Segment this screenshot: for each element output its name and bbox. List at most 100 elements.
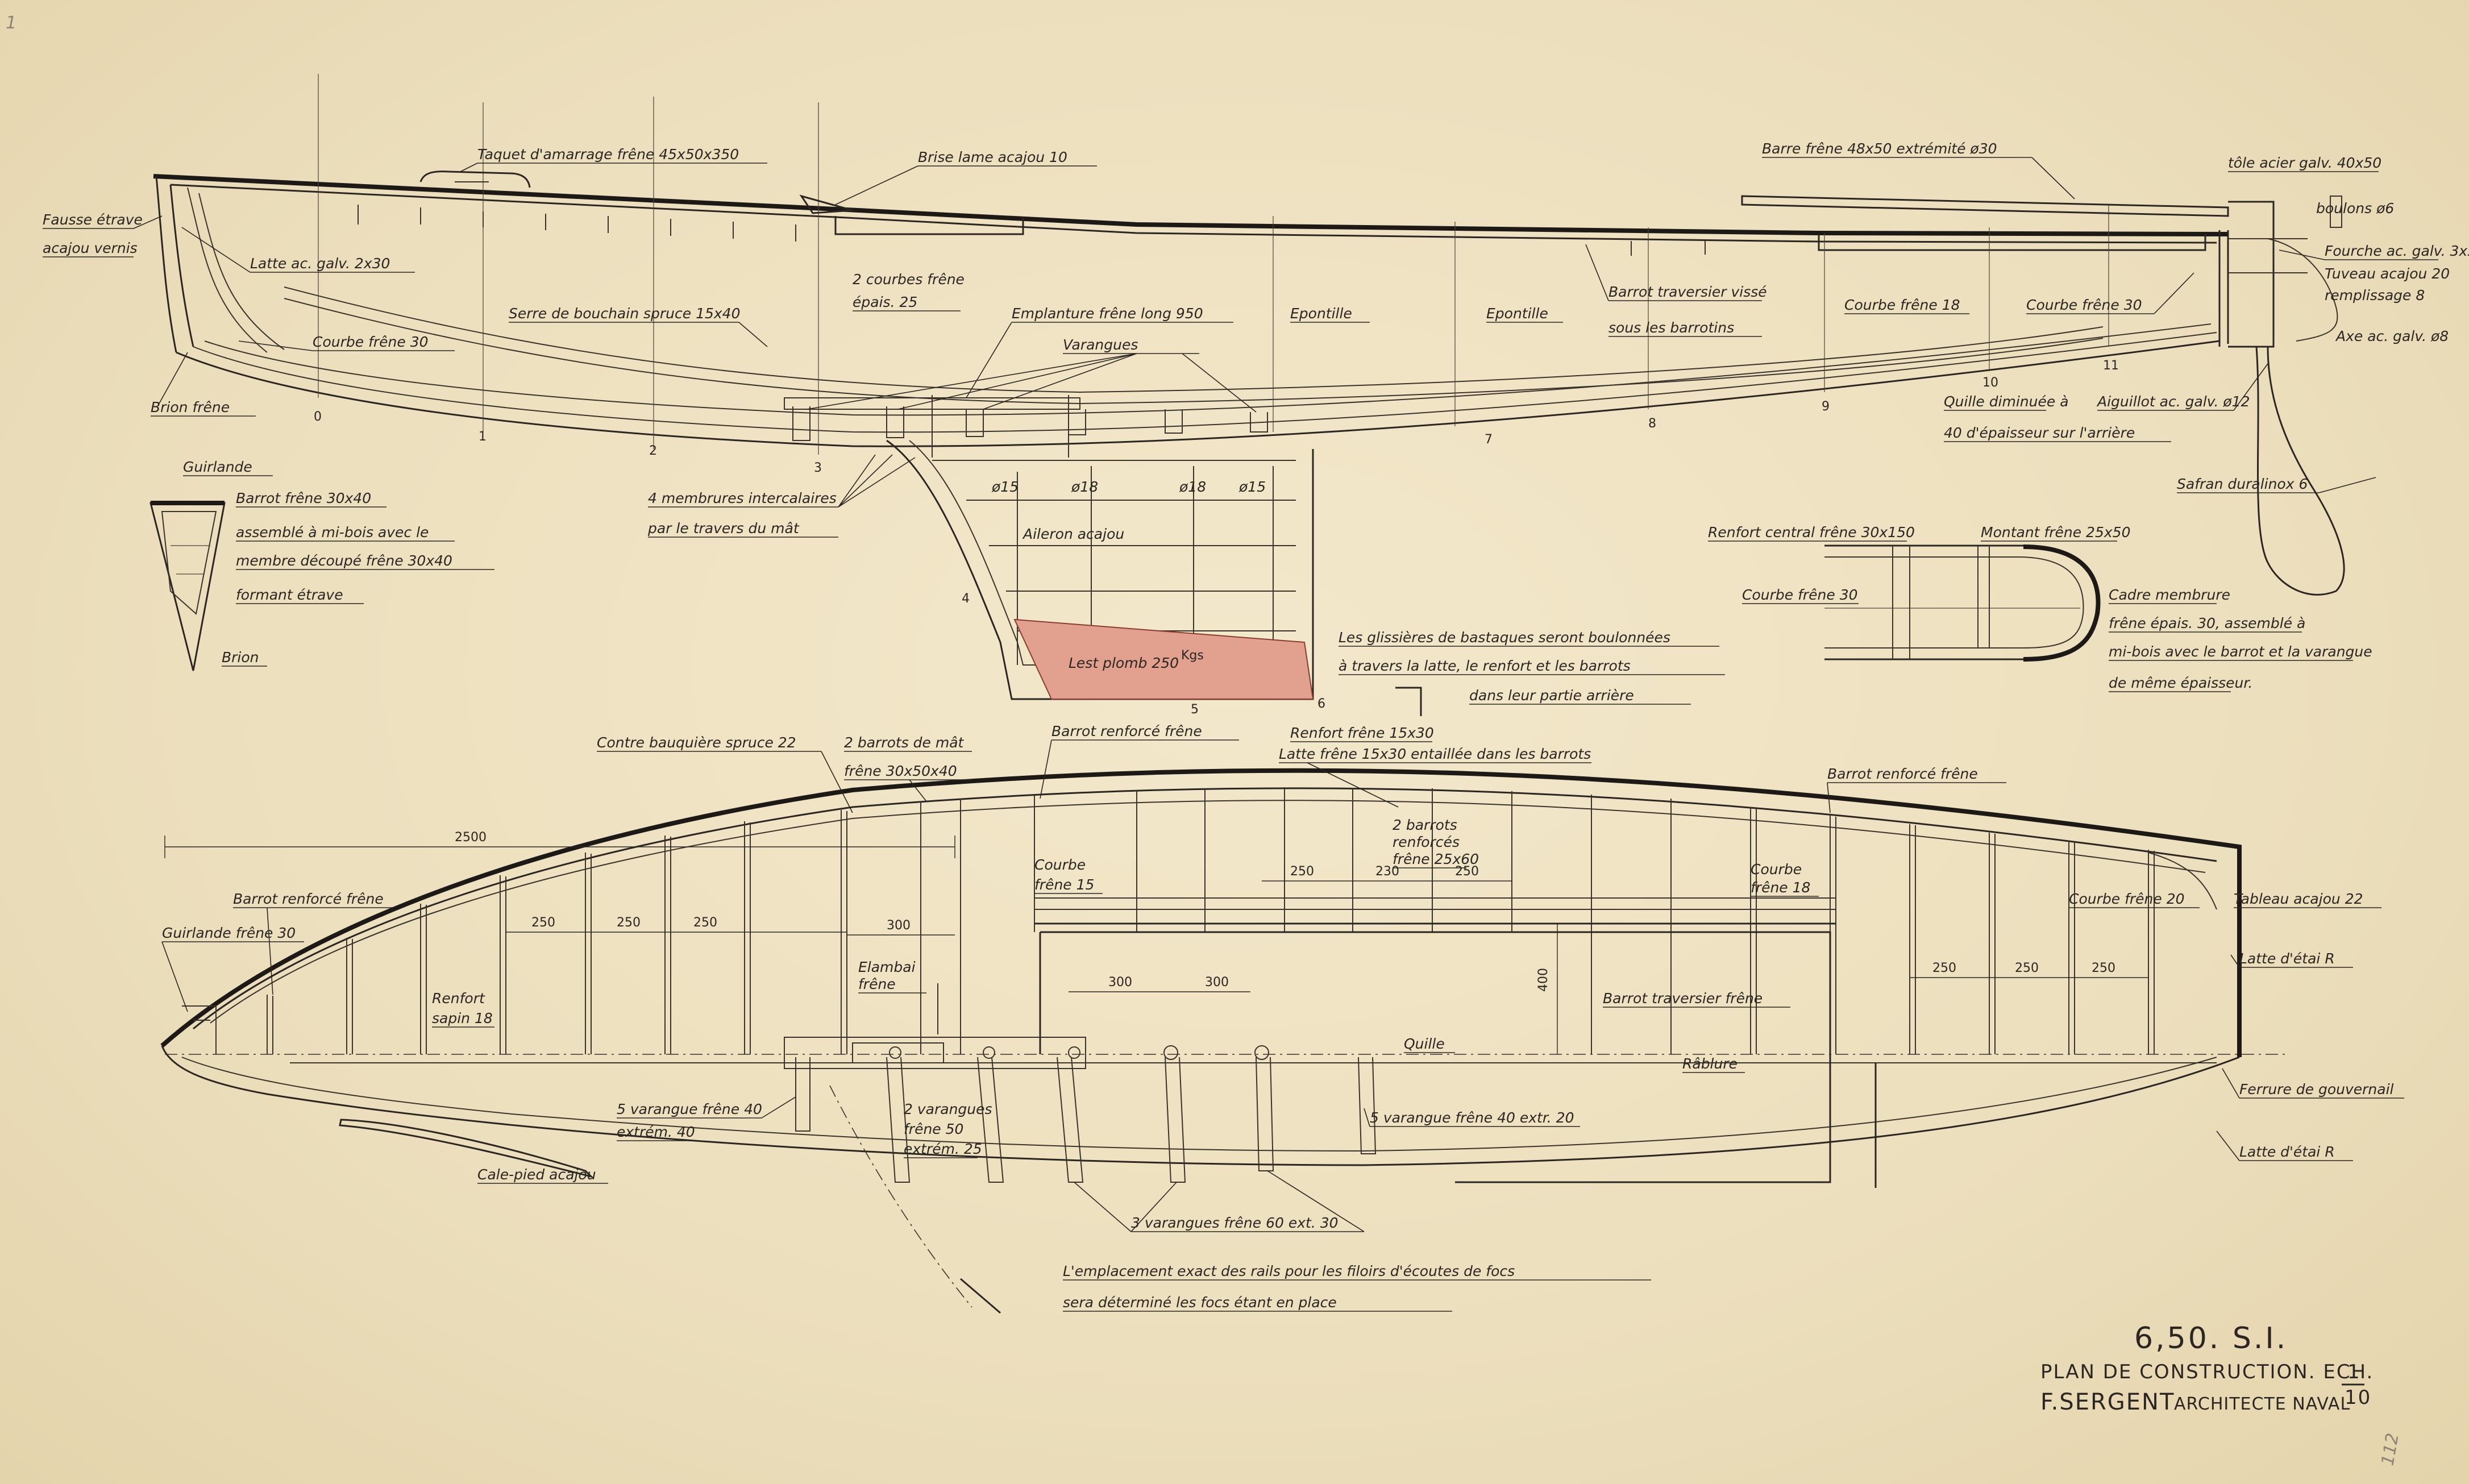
label-emplacement-2: sera déterminé les focs étant en place [1063, 1294, 1337, 1311]
tiller [1741, 195, 2229, 217]
label-stem-line4: formant étrave [236, 587, 343, 603]
label-guirlande-30: Guirlande frêne 30 [162, 925, 296, 941]
sheer-line [153, 174, 2229, 236]
title-plan: PLAN DE CONSTRUCTION. ECH. [2040, 1361, 2374, 1383]
label-fourche: Fourche ac. galv. 3x50 [2325, 243, 2469, 259]
label-cadre-2: frêne épais. 30, assemblé à [2109, 615, 2305, 631]
label-quille-epaisseur: 40 d'épaisseur sur l'arrière [1944, 425, 2135, 441]
label-tuveau: Tuveau acajou 20 [2325, 265, 2450, 282]
label-brise-lame: Brise lame acajou 10 [918, 149, 1067, 165]
label-brion-frene: Brion frêne [151, 399, 230, 415]
label-barrot-renforce-3: Barrot renforcé frêne [233, 891, 384, 907]
label-lest-unit: Kgs [1181, 649, 1204, 663]
fin-keel-outline [886, 439, 1314, 700]
label-phi-18b: ø18 [1179, 479, 1206, 495]
label-renfort-central: Renfort central frêne 30x150 [1708, 524, 1915, 541]
label-barrots-mat-2: frêne 30x50x40 [844, 763, 957, 779]
label-courbe-frene-30b: Courbe frêne 30 [2026, 297, 2142, 313]
title-scale-den: 10 [2345, 1386, 2371, 1409]
label-taquet: Taquet d'amarrage frêne 45x50x350 [477, 146, 739, 163]
dim-250a: 250 [531, 916, 555, 930]
dim-250b: 250 [617, 916, 641, 930]
label-stem-line1: Barrot frêne 30x40 [236, 490, 371, 506]
label-latte-etai-1: Latte d'étai R [2239, 950, 2335, 967]
cabin-trunk [834, 216, 1024, 235]
label-barrot-renforce-2: Barrot renforcé frêne [1827, 766, 1978, 782]
station-0: 0 [314, 410, 322, 424]
station-2: 2 [649, 444, 657, 458]
profile-labels: Fausse étrave acajou vernis Taquet d'ama… [43, 140, 2469, 671]
label-quille-diminuee: Quille diminuée à [1944, 393, 2069, 410]
hull-bottom [176, 340, 2220, 447]
label-stem-line3: membre découpé frêne 30x40 [236, 552, 452, 569]
station-4: 4 [962, 592, 970, 606]
label-courbes-frene: 2 courbes frêne [853, 271, 965, 288]
cale-pied [339, 1119, 594, 1178]
station-5: 5 [1191, 702, 1199, 717]
label-tole: tôle acier galv. 40x50 [2228, 155, 2381, 171]
station-8: 8 [1648, 417, 1656, 431]
label-courbe-frene-20: Courbe frêne 20 [2069, 891, 2185, 907]
title-scale-num: 1 [2347, 1361, 2361, 1383]
dim-250g: 250 [2015, 961, 2039, 975]
label-aileron: Aileron acajou [1022, 526, 1124, 542]
station-3: 3 [814, 461, 822, 475]
label-phi-15b: ø15 [1238, 479, 1266, 495]
label-courbe-15b: frêne 15 [1034, 876, 1094, 893]
label-barrots-renf-2: renforcés [1393, 834, 1460, 850]
profile-view: 0 1 2 3 4 5 6 7 8 9 10 11 [153, 74, 2345, 717]
dim-250f: 250 [1932, 961, 1956, 975]
label-varangue-40-2: extrém. 40 [617, 1124, 695, 1140]
label-courbe-18b: frêne 18 [1751, 879, 1810, 896]
label-courbe-15: Courbe [1034, 857, 1086, 873]
stem-profile [155, 176, 194, 353]
label-tableau: Tableau acajou 22 [2234, 891, 2363, 907]
label-cadre-1: Cadre membrure [2109, 587, 2230, 603]
station-11: 11 [2103, 359, 2119, 373]
note-glissieres: Les glissières de bastaques seront boulo… [1339, 629, 1725, 716]
deck-outline-upper [160, 768, 2242, 1057]
title-architect-role: ARCHITECTE NAVAL [2174, 1394, 2350, 1414]
dim-300b: 300 [1108, 975, 1132, 990]
transom-profile [2218, 230, 2229, 347]
label-rablure: Râblure [1682, 1055, 1738, 1072]
label-ferrure: Ferrure de gouvernail [2239, 1081, 2394, 1098]
label-boulons: boulons ø6 [2316, 200, 2394, 217]
dim-300c: 300 [1205, 975, 1229, 990]
stem-section: Guirlande Barrot frêne 30x40 assemblé à … [149, 459, 494, 671]
label-emplacement-1: L'emplacement exact des rails pour les f… [1063, 1263, 1515, 1279]
label-varangue-40-extr: 5 varangue frêne 40 extr. 20 [1370, 1109, 1574, 1126]
label-membrures-1: 4 membrures intercalaires [648, 490, 837, 506]
label-membrures-2: par le travers du mât [647, 520, 800, 537]
label-acajou-verni: acajou vernis [43, 240, 138, 256]
label-emplanture: Emplanture frêne long 950 [1012, 305, 1203, 322]
label-varangues-50-1: 2 varangues [904, 1101, 992, 1117]
label-phi-18a: ø18 [1071, 479, 1098, 495]
label-axe: Axe ac. galv. ø8 [2335, 328, 2449, 344]
label-serre: Serre de bouchain spruce 15x40 [509, 305, 741, 322]
pencil-corner-mark: 1 [6, 13, 16, 33]
label-brion: Brion [222, 649, 259, 666]
label-renfort-frene: Renfort frêne 15x30 [1290, 725, 1434, 741]
label-lest: Lest plomb 250 [1069, 655, 1179, 671]
label-varangues-60: 3 varangues frêne 60 ext. 30 [1131, 1215, 1339, 1231]
label-cadre-4: de même épaisseur. [2109, 675, 2252, 691]
midship-section: Renfort central frêne 30x150 Montant frê… [1708, 524, 2372, 692]
label-varangues: Varangues [1063, 336, 1138, 353]
station-6: 6 [1317, 697, 1325, 711]
label-courbe-frene-30: Courbe frêne 30 [313, 334, 429, 350]
label-varangues-50-2: frêne 50 [904, 1121, 963, 1137]
station-7: 7 [1485, 433, 1493, 447]
midship-section-outline [1824, 544, 2099, 660]
label-section-courbe: Courbe frêne 30 [1742, 587, 1858, 603]
rudder [2255, 346, 2345, 596]
stem-section-outline [149, 502, 226, 671]
station-1: 1 [479, 430, 487, 444]
title-architect: F.SERGENT [2040, 1389, 2175, 1415]
plan-labels: Contre bauquière spruce 22 2 barrots de … [161, 723, 2404, 1312]
label-sous-barrotins: sous les barrotins [1608, 319, 1734, 336]
title-model: 6,50. S.I. [2134, 1321, 2288, 1356]
label-epontille-1: Epontille [1290, 305, 1352, 322]
note-glissieres-1: Les glissières de bastaques seront boulo… [1339, 629, 1670, 646]
label-renfort-sapin-2: sapin 18 [432, 1010, 493, 1026]
